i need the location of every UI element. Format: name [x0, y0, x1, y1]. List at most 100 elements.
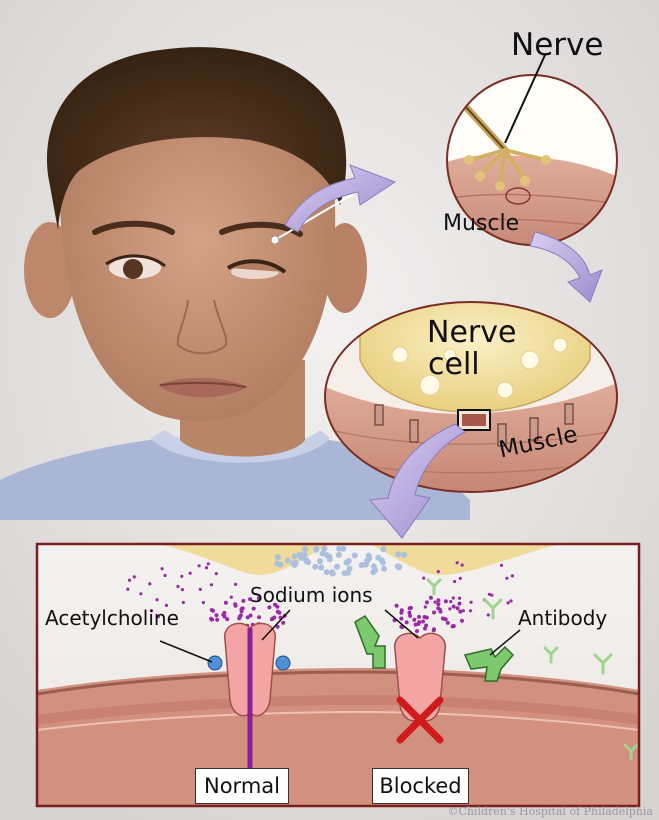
ion-dot — [399, 617, 403, 621]
ion-dot — [509, 599, 512, 602]
label-antibody: Antibody — [518, 608, 607, 628]
ion-dot — [202, 601, 205, 604]
ion-dot — [148, 582, 151, 585]
vesicle-dot — [336, 546, 342, 552]
credit-text: ©Children's Hospital of Philadelphia — [447, 805, 653, 818]
ion-dot — [458, 602, 462, 606]
ion-dot — [252, 607, 256, 611]
label-sodium-ions: Sodium ions — [250, 585, 373, 605]
ion-dot — [163, 574, 166, 577]
ion-dot — [505, 577, 508, 580]
ion-dot — [446, 621, 450, 625]
vesicle-dot — [327, 556, 333, 562]
ion-dot — [209, 617, 213, 621]
ion-dot — [139, 592, 142, 595]
ion-dot — [210, 608, 214, 612]
vesicle-dot — [334, 564, 340, 570]
ion-dot — [432, 611, 436, 615]
ion-dot — [181, 588, 184, 591]
ion-dot — [436, 598, 440, 602]
ion-dot — [405, 620, 409, 624]
label-nerve-cell-line1: Nerve — [427, 318, 516, 348]
ion-dot — [461, 564, 464, 567]
ion-dot — [161, 567, 164, 570]
ion-dot — [205, 566, 208, 569]
ion-dot — [128, 579, 131, 582]
ion-dot — [423, 615, 427, 619]
ion-dot — [448, 607, 451, 610]
vesicle-dot — [352, 553, 358, 559]
vesicle-dot — [275, 554, 281, 560]
label-normal: Normal — [204, 776, 280, 797]
label-blocked-box: Blocked — [372, 768, 469, 804]
ion-dot — [257, 615, 261, 619]
vesicle-dot — [296, 552, 302, 558]
ion-dot — [156, 598, 159, 601]
ion-dot — [230, 596, 233, 599]
ion-dot — [276, 610, 280, 614]
vesicle-dot — [379, 557, 385, 563]
ion-dot — [133, 575, 136, 578]
vesicle-dot — [380, 546, 386, 552]
ion-dot — [469, 609, 472, 612]
ion-dot — [272, 616, 276, 620]
vesicle-dot — [302, 546, 308, 552]
label-acetylcholine: Acetylcholine — [45, 608, 179, 628]
ion-dot — [241, 606, 245, 610]
ion-dot — [189, 572, 192, 575]
ion-dot — [434, 601, 437, 604]
vesicle-dot — [330, 571, 336, 577]
ion-dot — [199, 588, 202, 591]
face-pointer-dot — [271, 236, 279, 244]
ion-dot — [456, 606, 460, 610]
ion-dot — [395, 604, 399, 608]
ion-dot — [488, 593, 491, 596]
ion-dot — [417, 615, 421, 619]
ion-dot — [453, 580, 456, 583]
vesicle-dot — [372, 567, 378, 573]
ion-dot — [511, 574, 514, 577]
ion-dot — [449, 600, 452, 603]
label-muscle-top: Muscle — [443, 213, 519, 235]
ion-dot — [458, 610, 462, 614]
ion-dot — [462, 609, 465, 612]
label-nerve-cell-line2: cell — [428, 350, 480, 380]
ion-dot — [180, 575, 183, 578]
ion-dot — [238, 615, 242, 619]
ion-dot — [460, 619, 464, 623]
ion-dot — [210, 583, 213, 586]
ion-dot — [415, 629, 419, 633]
ion-dot — [281, 621, 285, 625]
ion-dot — [451, 624, 455, 628]
ion-dot — [176, 585, 179, 588]
ion-dot — [126, 588, 129, 591]
vesicle-dot — [324, 569, 330, 575]
ion-dot — [407, 611, 411, 615]
ion-dot — [246, 615, 250, 619]
ion-dot — [452, 605, 456, 609]
vesicle-dot — [336, 552, 342, 558]
vesicle-dot — [366, 553, 372, 559]
vesicle-dot — [396, 564, 402, 570]
ion-dot — [452, 596, 455, 599]
ion-dot — [421, 620, 425, 624]
vesicle-dot — [346, 558, 352, 564]
ion-dot — [423, 627, 427, 631]
vesicle-dot — [313, 546, 319, 552]
ion-dot — [487, 613, 490, 616]
vesicle-dot — [318, 565, 324, 571]
ion-dot — [439, 608, 442, 611]
ion-dot — [470, 601, 473, 604]
ion-dot — [215, 618, 219, 622]
ion-dot — [436, 602, 440, 606]
ion-dot — [234, 583, 237, 586]
ion-dot — [416, 622, 420, 626]
vesicle-dot — [317, 558, 323, 564]
ion-dot — [182, 601, 185, 604]
ion-dot — [422, 577, 425, 580]
vesicle-dot — [293, 560, 299, 566]
ion-dot — [444, 599, 448, 603]
vesicle-dot — [304, 558, 310, 564]
